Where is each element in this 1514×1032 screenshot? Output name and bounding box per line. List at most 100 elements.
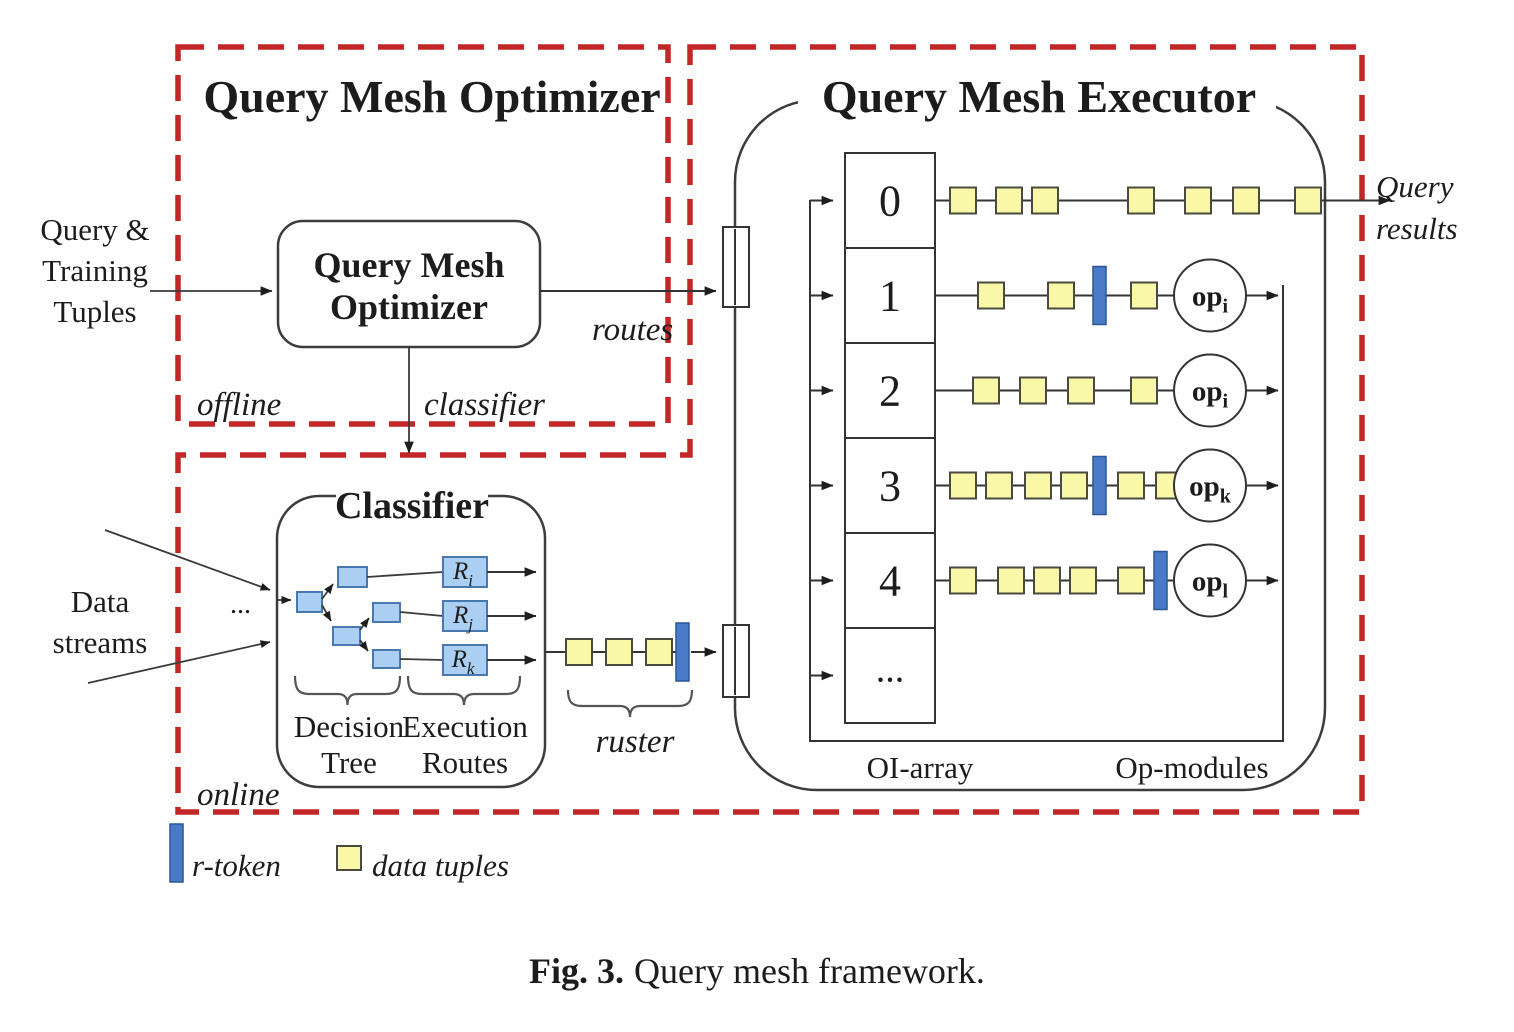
decision-tree <box>277 566 444 669</box>
brace2-label-line1: Execution <box>402 709 528 744</box>
op-pipelines: opi opi opk opl <box>935 186 1391 618</box>
data-streams-line1: Data <box>71 584 130 619</box>
tree-route-link <box>366 571 444 578</box>
r-token <box>1092 455 1107 516</box>
sub-label: opk <box>1189 471 1232 508</box>
data-tuple <box>1232 186 1260 215</box>
data-tuple <box>1060 471 1088 500</box>
decision-tree-brace <box>293 675 402 706</box>
data-tuple <box>1033 566 1061 595</box>
rtoken-legend-swatch <box>169 823 184 883</box>
tree-node-mid <box>332 626 361 646</box>
tree-node-leaf-j <box>372 602 401 623</box>
r-token <box>1092 265 1107 326</box>
tree-branch-arrow <box>359 639 369 652</box>
data-tuple-legend-swatch <box>336 845 362 871</box>
sub-label: Ri <box>452 558 473 590</box>
data-tuple <box>1069 566 1097 595</box>
oi-cell <box>844 437 936 534</box>
brace1-label-line2: Tree <box>321 745 377 780</box>
execution-routes-brace <box>406 675 522 706</box>
executor-bus <box>809 200 1284 742</box>
query-results-line2: results <box>1376 211 1458 246</box>
oi-cell-label: 3 <box>879 462 901 511</box>
ruster-brace <box>566 689 694 718</box>
input-label-line2: Training <box>42 253 148 288</box>
data-tuple <box>949 566 977 595</box>
data-tuple <box>1031 186 1059 215</box>
sub-label: opi <box>1192 281 1229 318</box>
data-tuple <box>1130 281 1158 310</box>
ruster-label: ruster <box>596 724 675 760</box>
offline-label: offline <box>197 387 281 423</box>
oi-cell-label: 0 <box>879 177 901 226</box>
oi-cell-label: 2 <box>879 367 901 416</box>
ruster-tokens <box>565 622 690 682</box>
data-tuple <box>995 186 1023 215</box>
query-results-line1: Query <box>1376 169 1454 204</box>
data-tuple <box>1067 376 1095 405</box>
route-box <box>442 644 488 676</box>
data-tuple <box>1117 566 1145 595</box>
data-tuple <box>1019 376 1047 405</box>
optimizer-node-line2: Optimizer <box>330 287 488 327</box>
oi-cell-label: 4 <box>879 557 901 606</box>
executor-title: Query Mesh Executor <box>822 71 1256 122</box>
classifier-title: Classifier <box>335 485 489 527</box>
online-label: online <box>197 777 279 813</box>
data-tuple <box>972 376 1000 405</box>
r-token <box>1153 550 1168 611</box>
brace1-label-line1: Decision <box>294 709 405 744</box>
data-tuple <box>1294 186 1322 215</box>
tree-branch-arrow <box>359 617 370 631</box>
data-streams-line2: streams <box>53 625 148 660</box>
data-tuple <box>977 281 1005 310</box>
data-tuple <box>1024 471 1052 500</box>
data-tuple <box>645 638 673 666</box>
routes-label: routes <box>592 312 673 348</box>
data-tuple <box>1184 186 1212 215</box>
classifier-title-mask <box>336 488 488 524</box>
classifier-out-label: classifier <box>424 387 545 423</box>
data-tuple <box>985 471 1013 500</box>
tree-route-link <box>399 611 444 617</box>
legend: r-token data tuples <box>169 823 509 883</box>
stream-arrow-bottom <box>87 640 271 684</box>
figure-caption: Fig. 3.Query mesh framework. <box>529 951 985 991</box>
rtoken-legend-label: r-token <box>192 848 281 883</box>
brace2-label-line2: Routes <box>422 745 508 780</box>
tree-branch-arrow <box>321 583 334 600</box>
oi-array: 01234... <box>810 152 936 724</box>
tree-node-upper <box>337 566 368 588</box>
sub-label: Rj <box>452 602 473 634</box>
data-tuple <box>949 186 977 215</box>
oi-cell <box>844 342 936 439</box>
data-tuple <box>1130 376 1158 405</box>
optimizer-node-line1: Query Mesh <box>314 245 505 285</box>
input-label-line1: Query & <box>40 212 149 247</box>
data-tuple <box>565 638 593 666</box>
tree-route-link <box>399 658 444 661</box>
data-tuple <box>1117 471 1145 500</box>
executor-title-mask <box>798 72 1276 124</box>
data-tuple <box>997 566 1025 595</box>
tree-branch-arrow <box>321 604 332 622</box>
data-tuple <box>605 638 633 666</box>
online-region-border <box>175 44 1365 815</box>
tree-node-root <box>296 591 323 613</box>
data-tuple <box>949 471 977 500</box>
oi-array-label: OI-array <box>867 750 974 785</box>
sub-label: opl <box>1192 566 1229 603</box>
op-modules-label: Op-modules <box>1115 750 1268 785</box>
input-label-line3: Tuples <box>53 294 136 329</box>
data-tuple <box>1047 281 1075 310</box>
optimizer-region-title: Query Mesh Optimizer <box>203 71 660 122</box>
oi-cell-label: ... <box>876 649 905 691</box>
streams-ellipsis: ... <box>230 589 251 620</box>
data-tuple-legend-label: data tuples <box>372 848 509 883</box>
sub-label: opi <box>1192 376 1229 413</box>
